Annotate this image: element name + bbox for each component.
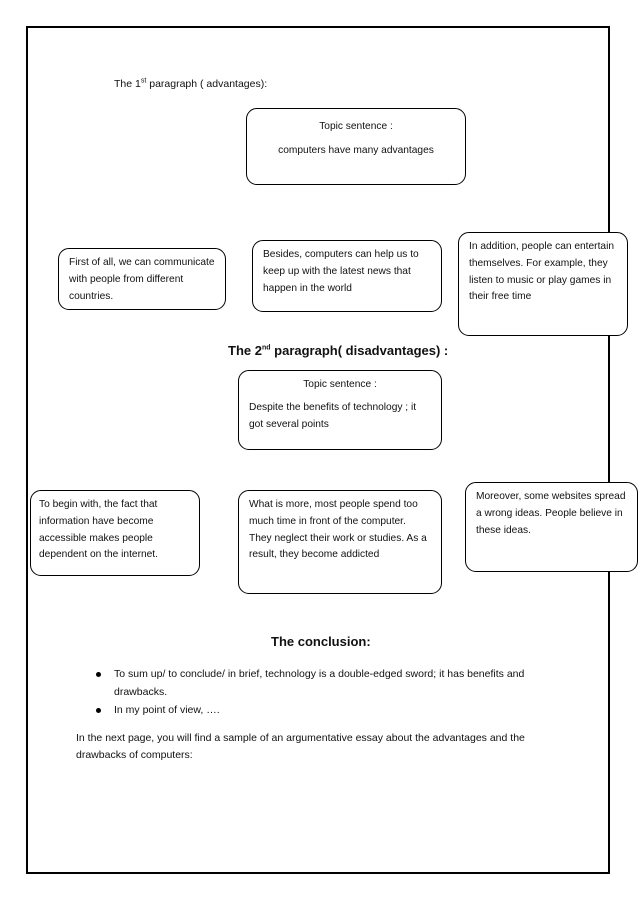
page-border xyxy=(26,26,610,874)
bullet-dot-icon xyxy=(96,707,101,713)
topic2-text: Despite the benefits of technology ; it … xyxy=(249,401,417,430)
closing-paragraph: In the next page, you will find a sample… xyxy=(76,732,525,761)
conclusion-bullet-1: To sum up/ to conclude/ in brief, techno… xyxy=(96,666,566,702)
conclusion-bullet-1-text: To sum up/ to conclude/ in brief, techno… xyxy=(114,668,525,698)
advantage-box-1: First of all, we can communicate with pe… xyxy=(58,248,226,310)
disadvantage-box-1: To begin with, the fact that information… xyxy=(30,490,200,576)
topic-sentence-box-1: Topic sentence : computers have many adv… xyxy=(246,108,466,185)
conclusion-bullets: To sum up/ to conclude/ in brief, techno… xyxy=(96,666,566,720)
topic2-title: Topic sentence : xyxy=(303,379,377,390)
advantage-box-3: In addition, people can entertain themse… xyxy=(458,232,628,336)
disadvantage-box-2: What is more, most people spend too much… xyxy=(238,490,442,594)
para2-heading-suffix: paragraph( disadvantages) : xyxy=(270,343,449,358)
para2-heading: The 2nd paragraph( disadvantages) : xyxy=(228,343,448,358)
bullet-dot-icon xyxy=(96,672,101,677)
conclusion-bullet-2: In my point of view, …. xyxy=(96,702,566,720)
conclusion-bullet-2-text: In my point of view, …. xyxy=(114,703,220,716)
para1-heading-sup: st xyxy=(140,77,147,85)
para1-heading-suffix: paragraph ( advantages): xyxy=(146,78,268,90)
para2-heading-sup: nd xyxy=(261,344,271,352)
conclusion-heading: The conclusion: xyxy=(271,634,371,649)
topic1-title: Topic sentence : xyxy=(319,121,393,132)
topic1-text: computers have many advantages xyxy=(278,144,434,156)
topic-sentence-box-2: Topic sentence : Despite the benefits of… xyxy=(238,370,442,450)
para2-heading-prefix: The 2 xyxy=(228,343,262,358)
disadvantage-box-3: Moreover, some websites spread a wrong i… xyxy=(465,482,638,572)
para1-heading: The 1st paragraph ( advantages): xyxy=(114,76,267,93)
advantage-box-2: Besides, computers can help us to keep u… xyxy=(252,240,442,312)
para1-heading-prefix: The 1 xyxy=(114,78,141,90)
